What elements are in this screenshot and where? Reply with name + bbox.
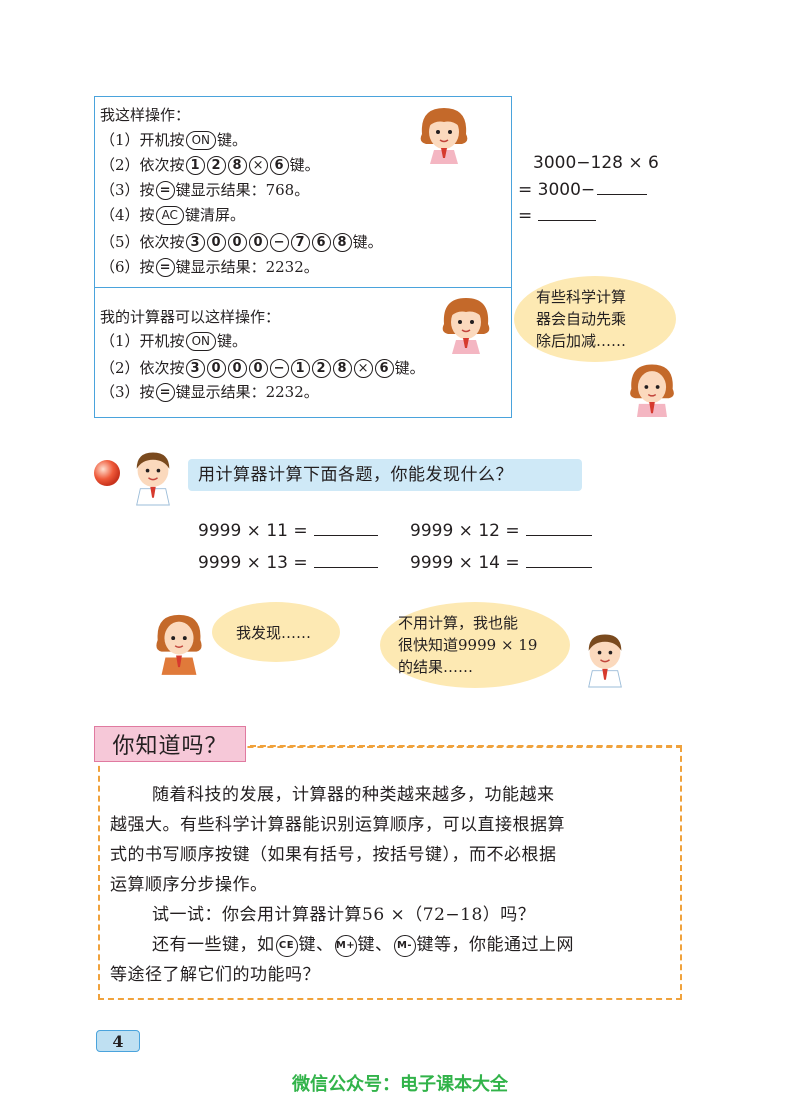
bullet-ball-icon <box>94 460 120 486</box>
girl-icon <box>630 364 674 417</box>
answer-blank[interactable] <box>538 220 597 221</box>
key-icon: 6 <box>374 358 394 378</box>
bubble-line: 不用计算，我也能 <box>398 614 519 632</box>
box1-step6: （6）按 = 键显示结果：2232。 <box>100 257 319 277</box>
bubble-text: 我发现…… <box>236 624 312 642</box>
bubble-line: 除后加减…… <box>536 332 627 350</box>
box1-step1: （1）开机按 ON 键。 <box>100 130 247 150</box>
key-icon: 1 <box>185 155 205 175</box>
did-you-know-box <box>98 746 682 1000</box>
operation-box <box>94 96 512 418</box>
on-key-icon: ON <box>185 130 216 150</box>
box1-step4: （4）按 AC 键清屏。 <box>100 205 245 225</box>
boy-icon <box>588 634 622 688</box>
box2-step2: （2）依次按 3 0 0 0 − 1 2 8 × 6 键。 <box>100 358 425 378</box>
page-number: 4 <box>96 1030 140 1052</box>
calc-line3: = <box>518 206 597 226</box>
know-paragraph-line: 运算顺序分步操作。 <box>110 875 268 895</box>
m-minus-key-icon: M- <box>393 934 416 957</box>
minus-key-icon: − <box>269 232 289 252</box>
did-you-know-top-border <box>250 745 682 747</box>
girl-icon <box>156 614 202 675</box>
key-icon: 8 <box>332 232 352 252</box>
box2-step3: （3）按 = 键显示结果：2232。 <box>100 382 319 402</box>
girl-icon <box>442 298 490 354</box>
prompt-text: 用计算器计算下面各题，你能发现什么？ <box>198 465 513 485</box>
know-paragraph-line: 式的书写顺序按键（如果有括号，按括号键），而不必根据 <box>110 845 557 865</box>
ac-key-icon: AC <box>155 205 184 225</box>
calc-line2: = 3000− <box>518 180 648 200</box>
key-icon: 6 <box>311 232 331 252</box>
multiply-key-icon: × <box>248 155 268 175</box>
exercise: 9999 × 14 = <box>410 553 592 573</box>
key-icon: 2 <box>311 358 331 378</box>
key-icon: 3 <box>185 232 205 252</box>
calc-line1: 3000−128 × 6 <box>533 153 659 173</box>
boy-icon <box>136 452 170 506</box>
answer-blank[interactable] <box>313 535 378 536</box>
key-icon: 2 <box>206 155 226 175</box>
m-plus-key-icon: M+ <box>334 934 357 957</box>
equals-key-icon: = <box>155 180 175 200</box>
box1-heading: 我这样操作： <box>100 106 191 124</box>
box2-step1: （1）开机按 ON 键。 <box>100 331 247 351</box>
key-icon: 6 <box>269 155 289 175</box>
key-icon: 0 <box>206 232 226 252</box>
speech-bubble <box>212 602 340 662</box>
ce-key-icon: CE <box>275 934 298 957</box>
key-icon: 0 <box>227 232 247 252</box>
key-icon: 3 <box>185 358 205 378</box>
girl-icon <box>420 108 468 164</box>
exercise: 9999 × 13 = <box>198 553 378 573</box>
know-paragraph-line: 随着科技的发展，计算器的种类越来越多，功能越来 <box>152 785 555 805</box>
box1-step5: （5）依次按 3 0 0 0 − 7 6 8 键。 <box>100 232 383 252</box>
prompt-bubble <box>188 459 582 491</box>
answer-blank[interactable] <box>525 567 592 568</box>
key-icon: 0 <box>206 358 226 378</box>
box2-heading: 我的计算器可以这样操作： <box>100 308 281 326</box>
know-try-line: 试一试：你会用计算器计算56 ×（72−18）吗？ <box>152 905 536 925</box>
answer-blank[interactable] <box>313 567 378 568</box>
bubble-line: 器会自动先乘 <box>536 310 627 328</box>
key-icon: 8 <box>227 155 247 175</box>
key-icon: 0 <box>248 358 268 378</box>
equals-key-icon: = <box>155 382 175 402</box>
bubble-line: 的结果…… <box>398 658 474 676</box>
answer-blank[interactable] <box>597 194 648 195</box>
key-icon: 0 <box>248 232 268 252</box>
exercise: 9999 × 12 = <box>410 521 592 541</box>
box1-step2: （2）依次按 1 2 8 × 6 键。 <box>100 155 320 175</box>
know-paragraph-line: 等途径了解它们的功能吗？ <box>110 965 320 985</box>
exercise: 9999 × 11 = <box>198 521 378 541</box>
on-key-icon: ON <box>185 331 216 351</box>
key-icon: 7 <box>290 232 310 252</box>
speech-bubble <box>380 602 570 688</box>
bubble-line: 很快知道9999 × 19 <box>398 636 538 654</box>
box1-step3: （3）按 = 键显示结果：768。 <box>100 180 310 200</box>
multiply-key-icon: × <box>353 358 373 378</box>
footer-watermark: 微信公众号：电子课本大全 <box>292 1074 508 1095</box>
minus-key-icon: − <box>269 358 289 378</box>
equals-key-icon: = <box>155 257 175 277</box>
key-icon: 1 <box>290 358 310 378</box>
operation-box-divider <box>94 287 512 288</box>
answer-blank[interactable] <box>525 535 592 536</box>
speech-bubble <box>514 276 676 362</box>
did-you-know-title: 你知道吗？ <box>94 726 246 762</box>
bubble-line: 有些科学计算 <box>536 288 627 306</box>
know-paragraph-line: 越强大。有些科学计算器能识别运算顺序，可以直接根据算 <box>110 815 565 835</box>
key-icon: 8 <box>332 358 352 378</box>
key-icon: 0 <box>227 358 247 378</box>
